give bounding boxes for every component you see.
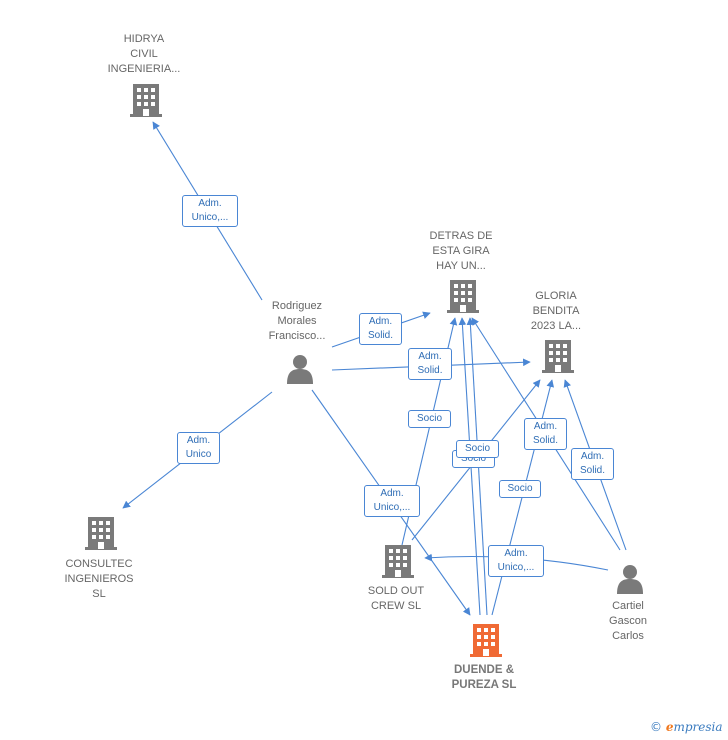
- label-soldout[interactable]: SOLD OUT CREW SL: [367, 585, 425, 612]
- node-consultec[interactable]: [85, 517, 117, 550]
- label-gloria[interactable]: GLORIA BENDITA 2023 LA...: [530, 290, 582, 332]
- building-icon: [85, 517, 117, 550]
- node-rodriguez[interactable]: [287, 355, 313, 384]
- node-soldout[interactable]: [382, 545, 414, 578]
- building-icon: [382, 545, 414, 578]
- building-icon: [470, 624, 502, 657]
- label-rodriguez[interactable]: Rodriguez Morales Francisco...: [268, 300, 326, 342]
- edge-label-rod-hidrya[interactable]: Adm. Unico,...: [182, 195, 238, 227]
- node-gloria[interactable]: [542, 340, 574, 373]
- edge-label-cart-detras[interactable]: Adm. Solid.: [524, 418, 567, 450]
- edge-label-rod-consultec[interactable]: Adm. Unico: [177, 432, 220, 464]
- label-hidrya[interactable]: HIDRYA CIVIL INGENIERIA...: [107, 33, 181, 75]
- building-icon: [130, 84, 162, 117]
- edge-label-rod-duende[interactable]: Adm. Unico,...: [364, 485, 420, 517]
- node-detras[interactable]: [447, 280, 479, 313]
- copyright-icon: ©: [650, 720, 662, 734]
- person-icon: [287, 355, 313, 384]
- node-duende[interactable]: [470, 624, 502, 657]
- edge-label-rod-gloria[interactable]: Adm. Solid.: [408, 348, 452, 380]
- edge-label-rod-detras[interactable]: Adm. Solid.: [359, 313, 402, 345]
- label-cartiel[interactable]: Cartiel Gascon Carlos: [609, 600, 647, 642]
- node-cartiel[interactable]: [617, 565, 643, 594]
- building-icon: [542, 340, 574, 373]
- empresia-logo[interactable]: © empresia: [650, 720, 723, 734]
- person-icon: [617, 565, 643, 594]
- brand-name: mpresia: [673, 720, 723, 734]
- label-consultec[interactable]: CONSULTEC INGENIEROS SL: [64, 558, 134, 600]
- edge-label-duende-detras[interactable]: Socio: [456, 440, 499, 458]
- building-icon: [447, 280, 479, 313]
- edge-label-sold-detras[interactable]: Socio: [408, 410, 451, 428]
- edge-label-duende-gloria[interactable]: Socio: [499, 480, 541, 498]
- brand-initial: e: [665, 720, 674, 734]
- edge-label-cart-sold[interactable]: Adm. Unico,...: [488, 545, 544, 577]
- label-duende[interactable]: DUENDE & PUREZA SL: [451, 664, 517, 691]
- node-hidrya[interactable]: [130, 84, 162, 117]
- edge-label-cart-gloria[interactable]: Adm. Solid.: [571, 448, 614, 480]
- label-detras[interactable]: DETRAS DE ESTA GIRA HAY UN...: [429, 230, 493, 272]
